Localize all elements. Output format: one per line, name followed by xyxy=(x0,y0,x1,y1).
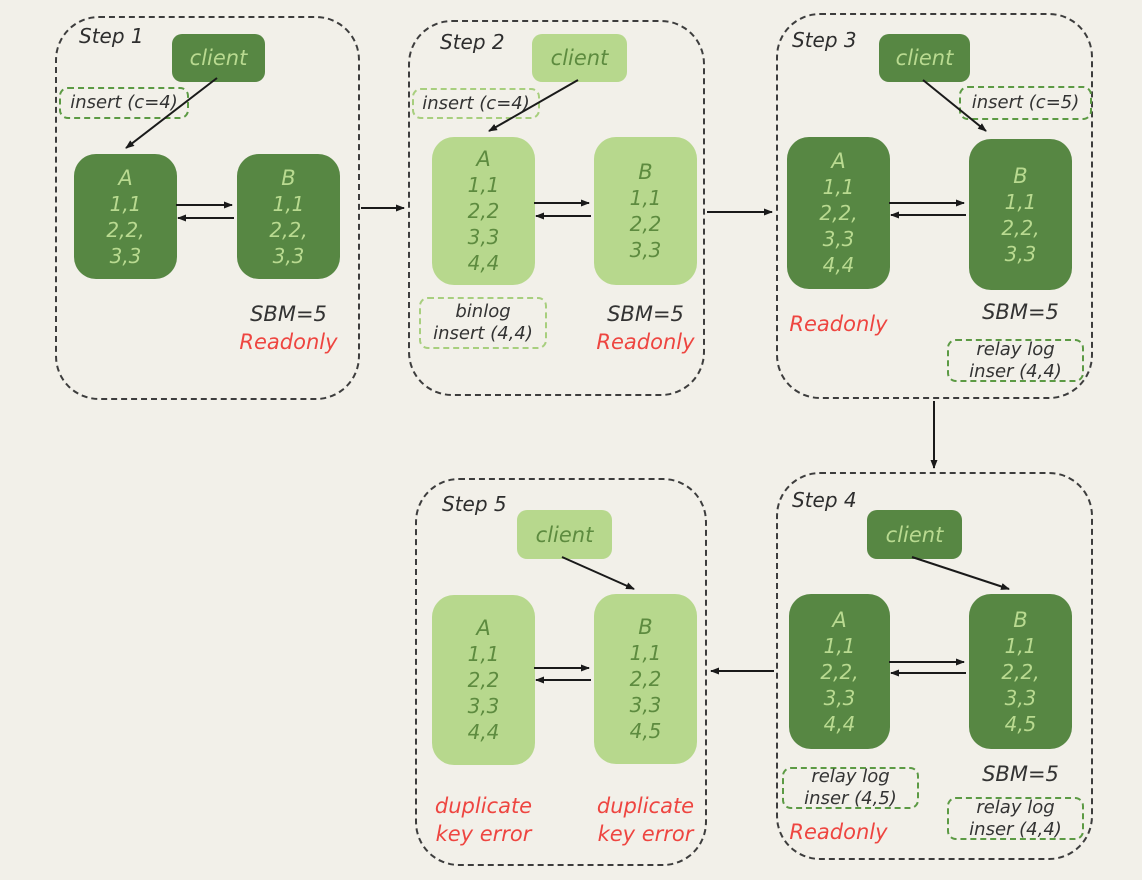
step-4-relay-note-b: relay log inser (4,4) xyxy=(947,797,1084,840)
step-1-client-node: client xyxy=(172,34,265,82)
node-row: 3,3 xyxy=(629,693,662,717)
node-row: 4,5 xyxy=(629,719,662,743)
step-5-error-b-label: duplicate key error xyxy=(596,794,695,846)
node-row: 4,4 xyxy=(823,711,856,736)
node-row: 2,2, xyxy=(1001,659,1040,684)
step-4-node-b: B 1,1 2,2, 3,3 4,5 xyxy=(969,594,1072,749)
step-3-panel: Step 3 client insert (c=5) A 1,1 2,2, 3,… xyxy=(776,13,1093,399)
step-5-node-a: A 1,1 2,2 3,3 4,4 xyxy=(432,595,535,765)
node-row: 3,3 xyxy=(1004,241,1037,266)
step-2-label: Step 2 xyxy=(440,30,505,54)
step-5-error-a-label: duplicate key error xyxy=(434,794,533,846)
node-row: 3,3 xyxy=(823,685,856,710)
node-row: 1,1 xyxy=(822,175,855,199)
node-b-title: B xyxy=(281,165,296,190)
step-2-node-a: A 1,1 2,2 3,3 4,4 xyxy=(432,137,535,285)
node-row: 1,1 xyxy=(1004,633,1037,658)
node-row: 3,3 xyxy=(1004,685,1037,710)
node-row: 3,3 xyxy=(467,694,500,718)
node-row: 1,1 xyxy=(467,173,500,197)
step-3-node-a: A 1,1 2,2, 3,3 4,4 xyxy=(787,137,890,289)
node-row: 2,2 xyxy=(467,668,500,692)
node-row: 1,1 xyxy=(629,186,662,210)
node-a-title: A xyxy=(831,149,846,173)
step-4-client-label: client xyxy=(885,522,944,547)
node-row: 3,3 xyxy=(467,225,500,249)
step-3-node-b: B 1,1 2,2, 3,3 xyxy=(969,139,1072,290)
step-3-readonly-label: Readonly xyxy=(789,312,888,336)
step-1-readonly-label: Readonly xyxy=(239,330,338,354)
node-row: 3,3 xyxy=(109,243,142,268)
node-row: 2,2, xyxy=(106,217,145,242)
step-5-node-b: B 1,1 2,2 3,3 4,5 xyxy=(594,594,697,764)
step-4-relay-note-a: relay log inser (4,5) xyxy=(782,766,919,809)
step-4-readonly-label: Readonly xyxy=(789,820,888,844)
node-a-title: A xyxy=(118,165,133,190)
node-row: 2,2, xyxy=(1001,215,1040,240)
node-b-title: B xyxy=(638,615,653,639)
node-row: 4,4 xyxy=(467,720,500,744)
step-2-sbm-label: SBM=5 xyxy=(607,302,684,326)
step-2-client-label: client xyxy=(550,46,609,70)
step-4-label: Step 4 xyxy=(792,488,857,512)
node-row: 1,1 xyxy=(109,191,142,216)
node-row: 3,3 xyxy=(629,238,662,262)
node-row: 1,1 xyxy=(467,642,500,666)
step-3-relay-note: relay log inser (4,4) xyxy=(947,339,1084,382)
step-2-panel: Step 2 client insert (c=4) A 1,1 2,2 3,3… xyxy=(408,20,705,396)
node-row: 1,1 xyxy=(272,191,305,216)
step-1-sbm-label: SBM=5 xyxy=(250,302,327,326)
step-4-sbm-label: SBM=5 xyxy=(982,762,1059,786)
step-3-insert-note: insert (c=5) xyxy=(959,86,1092,120)
step-4-client-node: client xyxy=(867,510,962,559)
step-5-client-label: client xyxy=(535,522,594,547)
step-4-node-a: A 1,1 2,2, 3,3 4,4 xyxy=(789,594,890,749)
node-b-title: B xyxy=(638,160,653,184)
node-b-title: B xyxy=(1013,607,1028,632)
node-row: 2,2, xyxy=(820,659,859,684)
step-5-panel: Step 5 client A 1,1 2,2 3,3 4,4 B 1,1 2,… xyxy=(415,478,707,866)
step-2-client-node: client xyxy=(532,34,627,82)
node-row: 1,1 xyxy=(823,633,856,658)
step-2-node-b: B 1,1 2,2 3,3 xyxy=(594,137,697,285)
node-row: 1,1 xyxy=(629,641,662,665)
node-row: 2,2, xyxy=(269,217,308,242)
node-a-title: A xyxy=(476,616,491,640)
step-5-client-node: client xyxy=(517,510,612,559)
step-3-client-label: client xyxy=(895,46,954,70)
node-row: 2,2 xyxy=(629,667,662,691)
node-row: 2,2 xyxy=(629,212,662,236)
node-row: 3,3 xyxy=(822,227,855,251)
node-row: 2,2 xyxy=(467,199,500,223)
step-1-panel: Step 1 client insert (c=4) A 1,1 2,2, 3,… xyxy=(55,16,360,400)
node-b-title: B xyxy=(1013,163,1028,188)
step-2-readonly-label: Readonly xyxy=(596,330,695,354)
step-3-label: Step 3 xyxy=(792,28,857,52)
step-3-client-node: client xyxy=(879,34,970,82)
step-1-label: Step 1 xyxy=(79,24,144,48)
step-1-insert-note: insert (c=4) xyxy=(59,87,189,119)
node-row: 4,5 xyxy=(1004,711,1037,736)
node-a-title: A xyxy=(476,147,491,171)
node-row: 2,2, xyxy=(819,201,858,225)
step-1-node-a: A 1,1 2,2, 3,3 xyxy=(74,154,177,279)
node-row: 4,4 xyxy=(467,251,500,275)
step-2-binlog-note: binlog insert (4,4) xyxy=(419,297,547,349)
step-1-client-label: client xyxy=(189,46,248,70)
step-1-node-b: B 1,1 2,2, 3,3 xyxy=(237,154,340,279)
step-2-insert-note: insert (c=4) xyxy=(412,88,540,119)
node-row: 1,1 xyxy=(1004,189,1037,214)
step-4-panel: Step 4 client A 1,1 2,2, 3,3 4,4 B 1,1 2… xyxy=(776,472,1093,860)
step-5-label: Step 5 xyxy=(442,492,507,516)
node-row: 4,4 xyxy=(822,253,855,277)
node-a-title: A xyxy=(832,607,847,632)
step-3-sbm-label: SBM=5 xyxy=(982,300,1059,324)
node-row: 3,3 xyxy=(272,243,305,268)
